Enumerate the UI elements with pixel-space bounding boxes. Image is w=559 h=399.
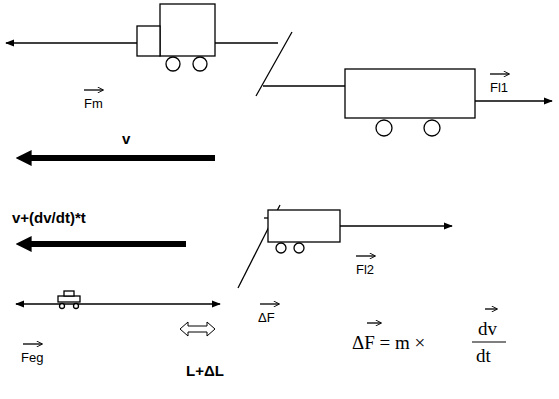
- force-label: Fl1: [490, 81, 508, 94]
- truck: [137, 4, 215, 71]
- force-label: Fl2: [356, 263, 374, 276]
- formula-text: ΔF = m ×: [352, 333, 425, 352]
- formula-text: dt: [476, 346, 491, 365]
- formula-text: dv: [478, 319, 497, 338]
- tow-line: [215, 42, 278, 43]
- tow-line: [263, 85, 345, 86]
- velocity-label: v: [122, 131, 130, 146]
- length-arrow: [180, 322, 215, 336]
- fraction-bar: [472, 341, 506, 342]
- velocity-label: v+(dv/dt)*t: [12, 210, 86, 225]
- velocity-arrow: [22, 155, 215, 161]
- vector-arrow: [367, 322, 381, 323]
- force-line: [16, 303, 220, 304]
- trailer: [268, 210, 340, 253]
- small-cart: [58, 291, 80, 309]
- velocity-arrow: [22, 241, 186, 247]
- force-label: ΔF: [258, 311, 275, 324]
- force-line: [340, 225, 452, 226]
- vector-arrow: [490, 73, 509, 74]
- trailer: [345, 69, 475, 136]
- vector-arrow: [260, 303, 279, 304]
- force-line: [475, 100, 552, 101]
- vector-arrow: [485, 308, 497, 309]
- force-line: [6, 42, 137, 43]
- vector-arrow: [84, 89, 103, 90]
- length-label: L+ΔL: [186, 363, 224, 378]
- force-label: Feg: [21, 351, 43, 364]
- vector-arrow: [356, 255, 375, 256]
- vector-arrow: [23, 343, 42, 344]
- force-label: Fm: [84, 97, 103, 110]
